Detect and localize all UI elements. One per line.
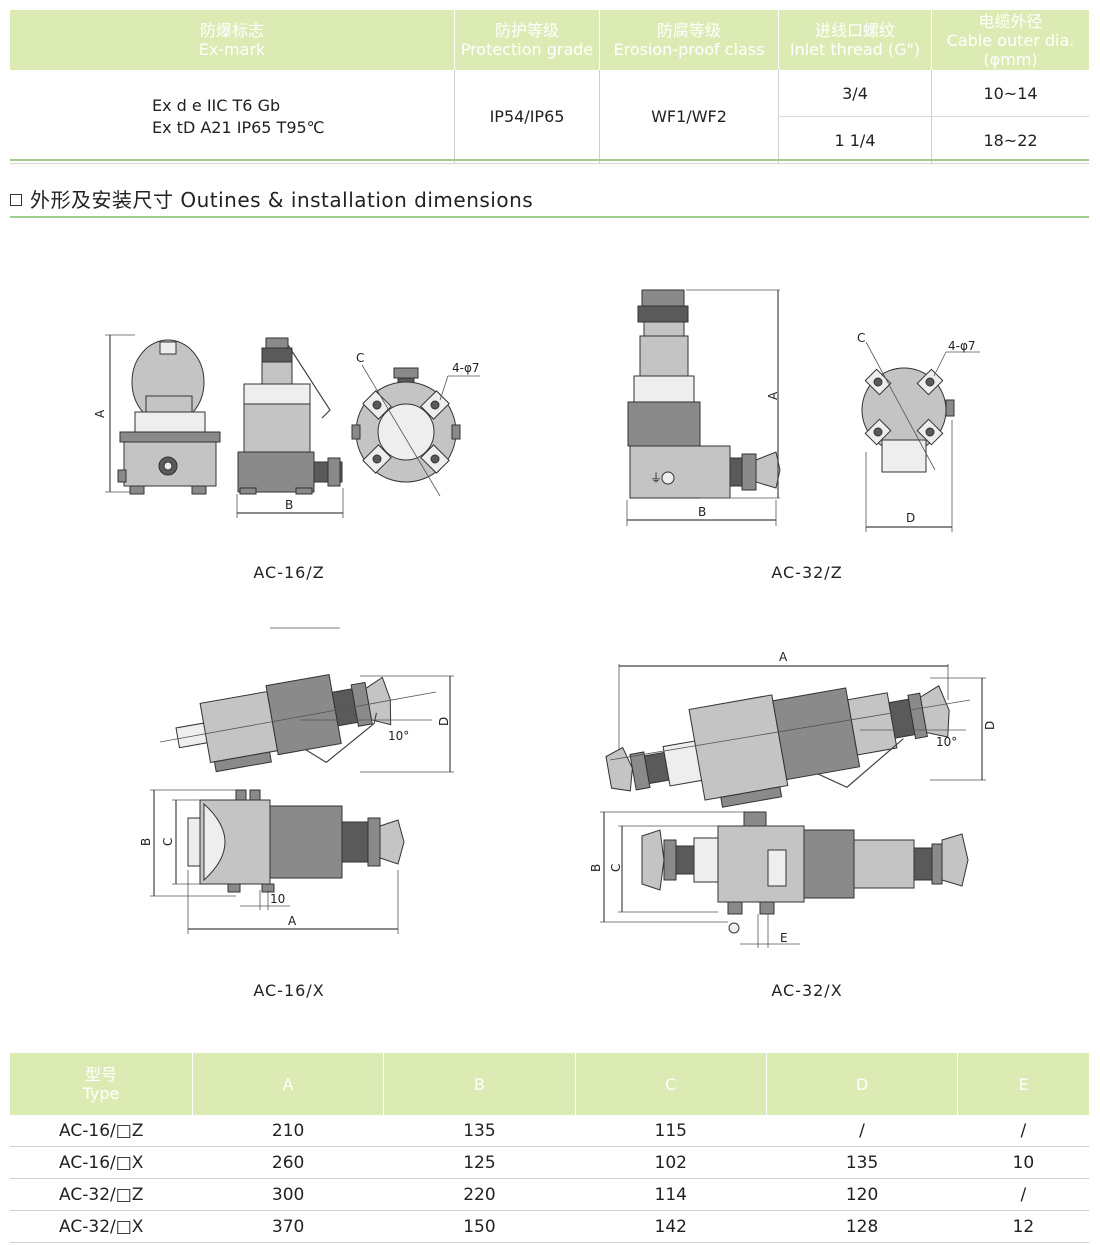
section-divider <box>10 216 1089 218</box>
ac32x-label-e: E <box>780 931 788 945</box>
section-title: 外形及安装尺寸 Outines & installation dimension… <box>10 184 533 213</box>
caption-ac32x: AC-32/X <box>771 981 842 1000</box>
header-c: C <box>575 1053 767 1115</box>
cell-a: 260 <box>192 1146 384 1179</box>
header-a: A <box>192 1053 385 1115</box>
ac16z-top-view: C 4-φ7 <box>351 351 480 497</box>
cell-b: 220 <box>383 1178 576 1211</box>
table-row: AC-32/□X 370 150 142 128 12 <box>10 1210 1089 1243</box>
cell-type: AC-16/□X <box>10 1146 193 1179</box>
ac32z-label-a: A <box>766 391 780 400</box>
header-d: D <box>766 1053 959 1115</box>
spec-divider <box>10 159 1089 161</box>
ac32x-label-c: C <box>609 864 623 872</box>
ac16x-label-c: C <box>161 838 175 846</box>
cell-e: / <box>957 1178 1089 1211</box>
cell-a: 370 <box>192 1210 384 1243</box>
ac16z-label-b: B <box>285 498 293 512</box>
cable-dia-cell: 10~14 <box>931 70 1089 117</box>
cell-type: AC-16/□Z <box>10 1115 193 1147</box>
ac32z-label-holes: 4-φ7 <box>948 339 976 353</box>
dimension-drawings: A B <box>93 289 997 1000</box>
cell-b: 125 <box>383 1146 576 1179</box>
ac32z-label-d: D <box>906 511 915 525</box>
ac16x-label-ten: 10 <box>270 892 285 906</box>
header-b: B <box>383 1053 576 1115</box>
cell-c: 102 <box>575 1146 767 1179</box>
ac16z-label-a: A <box>93 409 107 418</box>
ac32x-label-b: B <box>589 864 603 872</box>
ac32x-label-angle: 10° <box>936 735 957 749</box>
table-row: AC-16/□Z 210 135 115 / / <box>10 1115 1089 1147</box>
cell-type: AC-32/□X <box>10 1210 193 1243</box>
cell-d: 135 <box>766 1146 958 1179</box>
ac16z-label-c: C <box>356 351 364 365</box>
ac32x-top-view <box>641 811 969 934</box>
ac16x-top-view <box>187 789 405 893</box>
cell-c: 115 <box>575 1115 767 1147</box>
ac16x-label-angle: 10° <box>388 729 409 743</box>
cell-a: 210 <box>192 1115 384 1147</box>
cell-type: AC-32/□Z <box>10 1178 193 1211</box>
ac16z-label-holes: 4-φ7 <box>452 361 480 375</box>
cell-b: 135 <box>383 1115 576 1147</box>
thread-cell: 1 1/4 <box>778 116 932 164</box>
cell-a: 300 <box>192 1178 384 1211</box>
cable-dia-cell: 18~22 <box>931 116 1089 164</box>
cell-e: 12 <box>957 1210 1089 1243</box>
ac16z-front-view: A <box>93 334 221 495</box>
caption-ac32z: AC-32/Z <box>771 563 842 582</box>
protection-cell: IP54/IP65 <box>454 70 600 164</box>
ac16x-label-a: A <box>288 914 297 928</box>
erosion-cell: WF1/WF2 <box>599 70 779 164</box>
svg-text:⏚: ⏚ <box>650 471 662 485</box>
ac16z-side-view: B <box>236 337 344 518</box>
cell-e: 10 <box>957 1146 1089 1179</box>
cell-c: 142 <box>575 1210 767 1243</box>
ac16x-label-d: D <box>437 717 451 726</box>
ac32z-label-c: C <box>857 331 865 345</box>
cell-e: / <box>957 1115 1089 1147</box>
cell-b: 150 <box>383 1210 576 1243</box>
cell-c: 114 <box>575 1178 767 1211</box>
cell-d: 128 <box>766 1210 958 1243</box>
ac32x-label-d: D <box>983 721 997 730</box>
caption-ac16x: AC-16/X <box>253 981 324 1000</box>
ac32z-top-view: C 4-φ7 D <box>857 331 980 532</box>
cell-d: 120 <box>766 1178 958 1211</box>
table-row: AC-32/□Z 300 220 114 120 / <box>10 1178 1089 1211</box>
ac16x-side-view <box>175 673 392 773</box>
ac32z-label-b: B <box>698 505 706 519</box>
ac32z-front-view: ⏚ A B <box>626 289 781 526</box>
ac32x-side-view <box>605 685 950 808</box>
table-row: AC-16/□X 260 125 102 135 10 <box>10 1146 1089 1179</box>
thread-cell: 3/4 <box>778 70 932 117</box>
caption-ac16z: AC-16/Z <box>253 563 324 582</box>
square-bullet-icon <box>10 193 22 206</box>
ac16x-label-b: B <box>139 838 153 846</box>
header-e: E <box>957 1053 1089 1115</box>
spec-row-2: 1 1/4 18~22 <box>10 116 1089 164</box>
ac32x-label-a: A <box>779 650 788 664</box>
cell-d: / <box>766 1115 958 1147</box>
